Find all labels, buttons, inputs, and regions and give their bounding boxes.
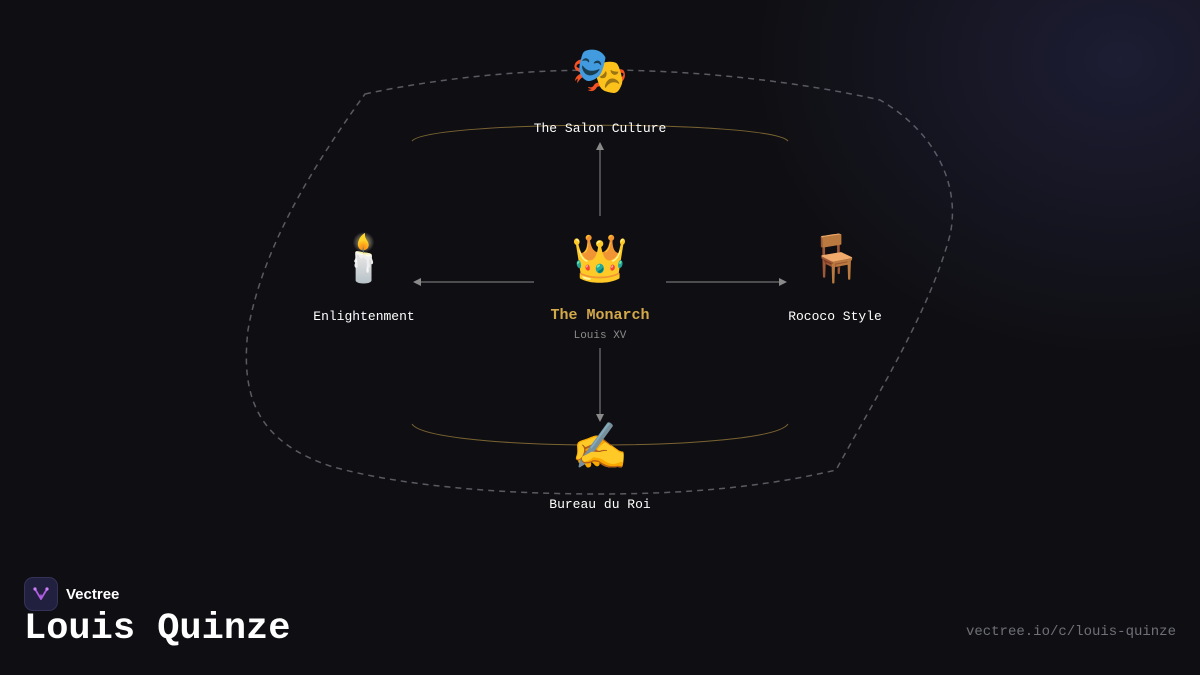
crown-icon: 👑 [571,231,629,285]
writing-hand-icon: ✍️ [571,419,629,473]
center-node-label: The Monarch [550,307,650,324]
center-node-sublabel: Louis XV [573,330,627,342]
vectree-logo-icon [24,577,58,611]
source-url-link[interactable]: vectree.io/c/louis-quinze [965,624,1176,640]
brand: Vectree [24,577,119,611]
candle-icon: 🕯️ [335,231,393,285]
page-title: Louis Quinze [24,608,291,650]
performing-arts-icon: 🎭 [571,43,629,97]
bottom-arc [411,423,789,446]
node-label-bureau-du-roi: Bureau du Roi [549,497,651,512]
dashed-boundary [245,69,954,495]
top-arc [411,124,789,142]
chair-icon: 🪑 [807,231,865,285]
node-label-enlightenment: Enlightenment [313,309,415,324]
node-label-salon-culture: The Salon Culture [533,121,667,136]
brand-name: Vectree [66,585,120,603]
node-label-rococo-style: Rococo Style [788,309,882,324]
